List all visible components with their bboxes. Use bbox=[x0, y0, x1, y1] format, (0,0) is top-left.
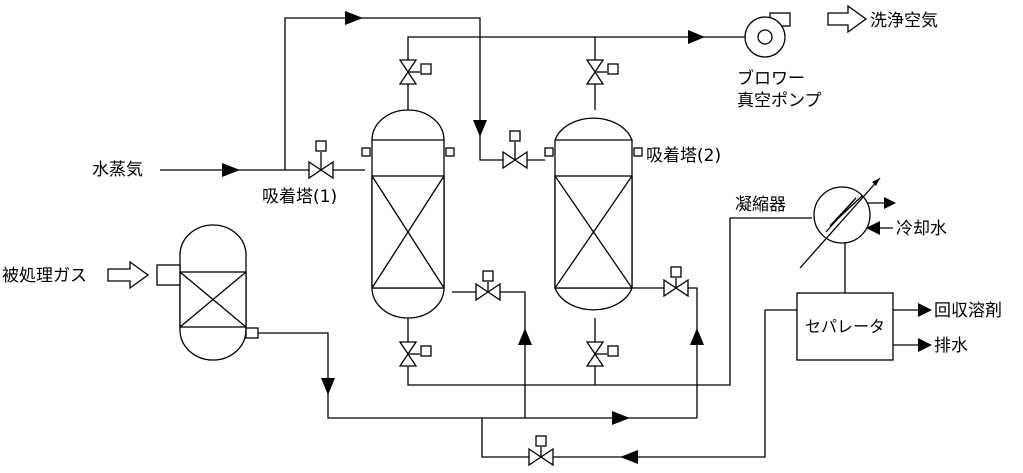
flow-arrow-icon bbox=[688, 30, 705, 44]
flow-arrow-icon bbox=[345, 11, 363, 25]
label-process-gas: 被処理ガス bbox=[2, 266, 87, 286]
gate-valve-icon[interactable] bbox=[308, 140, 334, 180]
label-recovered-solvent: 回収溶剤 bbox=[934, 301, 1002, 321]
blower-icon bbox=[744, 12, 791, 58]
gate-valve-icon[interactable] bbox=[502, 130, 528, 170]
tower1-outlet-pipe bbox=[452, 291, 526, 418]
labels: 洗浄空気 ブロワー 真空ポンプ 水蒸気 吸着塔(1) 吸着塔(2) 凝縮器 冷却… bbox=[2, 11, 1002, 356]
hollow-arrows bbox=[107, 4, 868, 290]
vacuum-header-pipe bbox=[407, 36, 745, 110]
label-separator: セパレータ bbox=[805, 317, 885, 336]
label-steam: 水蒸気 bbox=[92, 160, 143, 180]
gate-valve-icon[interactable] bbox=[475, 270, 501, 302]
pretreatment-vessel bbox=[156, 224, 259, 361]
gate-valve-icon[interactable] bbox=[585, 341, 619, 367]
process-gas-pipe bbox=[258, 332, 697, 419]
flow-arrow-icon bbox=[866, 221, 880, 235]
valves bbox=[308, 59, 689, 467]
gate-valve-icon[interactable] bbox=[663, 266, 689, 298]
heat-exchanger-icon bbox=[799, 177, 881, 269]
label-blower-line1: ブロワー bbox=[737, 68, 805, 89]
flow-arrow-icon bbox=[884, 197, 896, 209]
label-tower2: 吸着塔(2) bbox=[646, 146, 721, 166]
gate-valve-icon[interactable] bbox=[398, 59, 432, 85]
gate-valve-icon[interactable] bbox=[398, 341, 432, 367]
label-drain: 排水 bbox=[934, 336, 968, 356]
hollow-arrow-icon bbox=[827, 4, 868, 34]
flow-arrow-icon bbox=[918, 303, 932, 317]
gate-valve-icon[interactable] bbox=[585, 59, 619, 85]
top-bypass-pipe bbox=[284, 17, 500, 170]
adsorption-tower-1 bbox=[361, 109, 455, 319]
hollow-arrow-icon bbox=[107, 260, 150, 290]
label-blower-line2: 真空ポンプ bbox=[737, 91, 822, 111]
tower2-outlet-pipe bbox=[632, 287, 698, 418]
flow-arrow-icon bbox=[918, 338, 932, 352]
label-cooling-water: 冷却水 bbox=[896, 219, 947, 239]
flow-arrow-icon bbox=[620, 450, 638, 464]
flow-arrow-icon bbox=[473, 120, 487, 137]
return-pipe bbox=[481, 309, 797, 458]
flow-arrow-icon bbox=[321, 378, 335, 395]
flow-arrow-icon bbox=[612, 411, 630, 425]
flow-arrow-icon bbox=[518, 328, 532, 345]
flow-arrow-icon bbox=[222, 163, 240, 177]
separator-vessel bbox=[796, 292, 894, 361]
label-clean-air: 洗浄空気 bbox=[870, 11, 938, 31]
label-tower1: 吸着塔(1) bbox=[262, 187, 337, 207]
gate-valve-icon[interactable] bbox=[528, 435, 554, 467]
adsorption-tower-2 bbox=[544, 117, 643, 311]
flow-arrows bbox=[222, 11, 932, 464]
label-condenser: 凝縮器 bbox=[735, 195, 786, 215]
flow-arrow-icon bbox=[690, 328, 704, 345]
